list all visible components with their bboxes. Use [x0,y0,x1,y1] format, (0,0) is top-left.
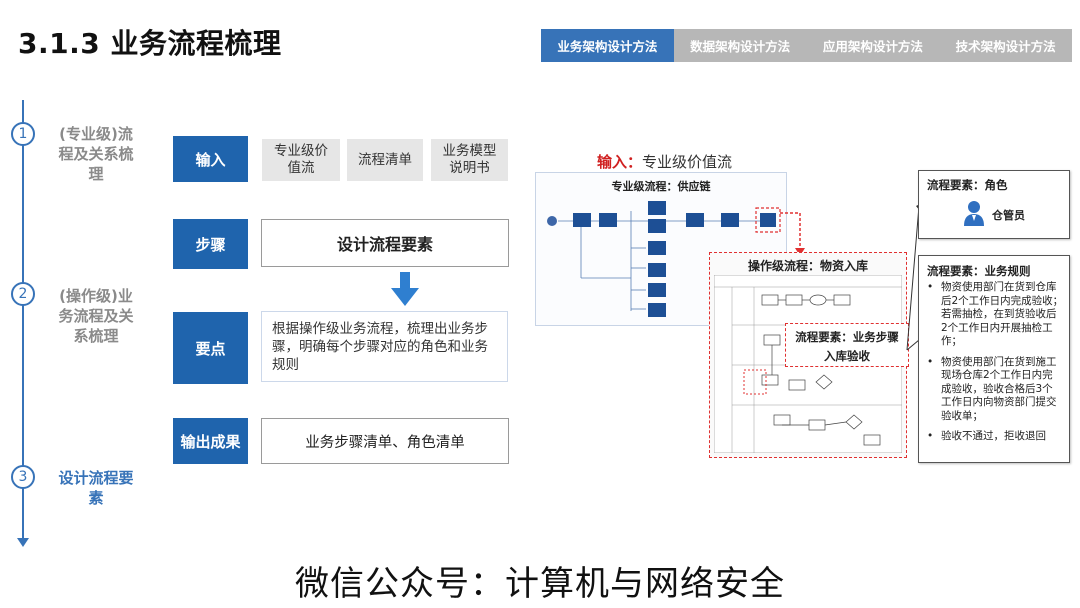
watermark-text: 微信公众号：计算机与网络安全 [295,564,785,604]
steps-label: 步骤 [173,219,248,269]
method-tabs: 业务架构设计方法 数据架构设计方法 应用架构设计方法 技术架构设计方法 [541,29,1072,62]
stage-1-label: (专业级)流 程及关系梳 理 [58,125,134,183]
stage-3-number: 3 [11,465,35,489]
tab-technology-architecture[interactable]: 技术架构设计方法 [939,29,1072,62]
key-points-label: 要点 [173,312,248,384]
role-name: 仓管员 [992,209,1025,222]
rule-item: • 物资使用部门在货到施工 现场仓库2个工作日内完 成验收，验收合格后3个 工作… [927,355,1057,422]
timeline-arrow-icon [17,538,29,547]
input-item-business-model-doc: 业务模型 说明书 [431,139,508,181]
input-item-value-stream: 专业级价 值流 [262,139,340,181]
zoom-connector-line [780,212,805,256]
page-title: 3.1.3 业务流程梳理 [18,27,282,60]
output-label: 输出成果 [173,418,248,464]
role-element-box: 流程要素：角色 仓管员 [918,170,1070,239]
output-content: 业务步骤清单、角色清单 [261,418,509,464]
supply-chain-flow-graphic [547,201,781,317]
key-points-content: 根据操作级业务流程，梳理出业务步 骤，明确每个步骤对应的角色和业务 规则 [261,311,508,382]
stage-2-label: (操作级)业 务流程及关 系梳理 [58,287,134,345]
stage-2-number: 2 [11,282,35,306]
steps-content: 设计流程要素 [261,219,509,267]
business-step-callout: 流程要素：业务步骤 入库验收 [785,323,909,367]
business-rules-list: • 物资使用部门在货到仓库 后2个工作日内完成验收； 若需抽检，在到货验收后 2… [927,279,1065,444]
tab-data-architecture[interactable]: 数据架构设计方法 [673,29,807,62]
tab-business-architecture[interactable]: 业务架构设计方法 [541,29,674,62]
diagram-input-caption: 输入：专业级价值流 [597,153,733,171]
input-label: 输入 [173,136,248,182]
business-rules-box: 流程要素：业务规则 • 物资使用部门在货到仓库 后2个工作日内完成验收； 若需抽… [918,255,1070,463]
stage-1-number: 1 [11,122,35,146]
input-item-process-list: 流程清单 [347,139,423,181]
down-arrow-icon [391,272,419,306]
inbound-process-diagram-title: 操作级流程：物资入库 [747,259,868,273]
rule-item: • 验收不通过，拒收退回 [927,430,1046,442]
tab-application-architecture[interactable]: 应用架构设计方法 [806,29,940,62]
supply-chain-diagram-title: 专业级流程：供应链 [611,180,711,193]
timeline-line [22,100,24,542]
rule-item: • 物资使用部门在货到仓库 后2个工作日内完成验收； 若需抽检，在到货验收后 2… [927,281,1064,347]
stage-3-label: 设计流程要 素 [58,469,134,507]
user-icon [964,201,984,226]
